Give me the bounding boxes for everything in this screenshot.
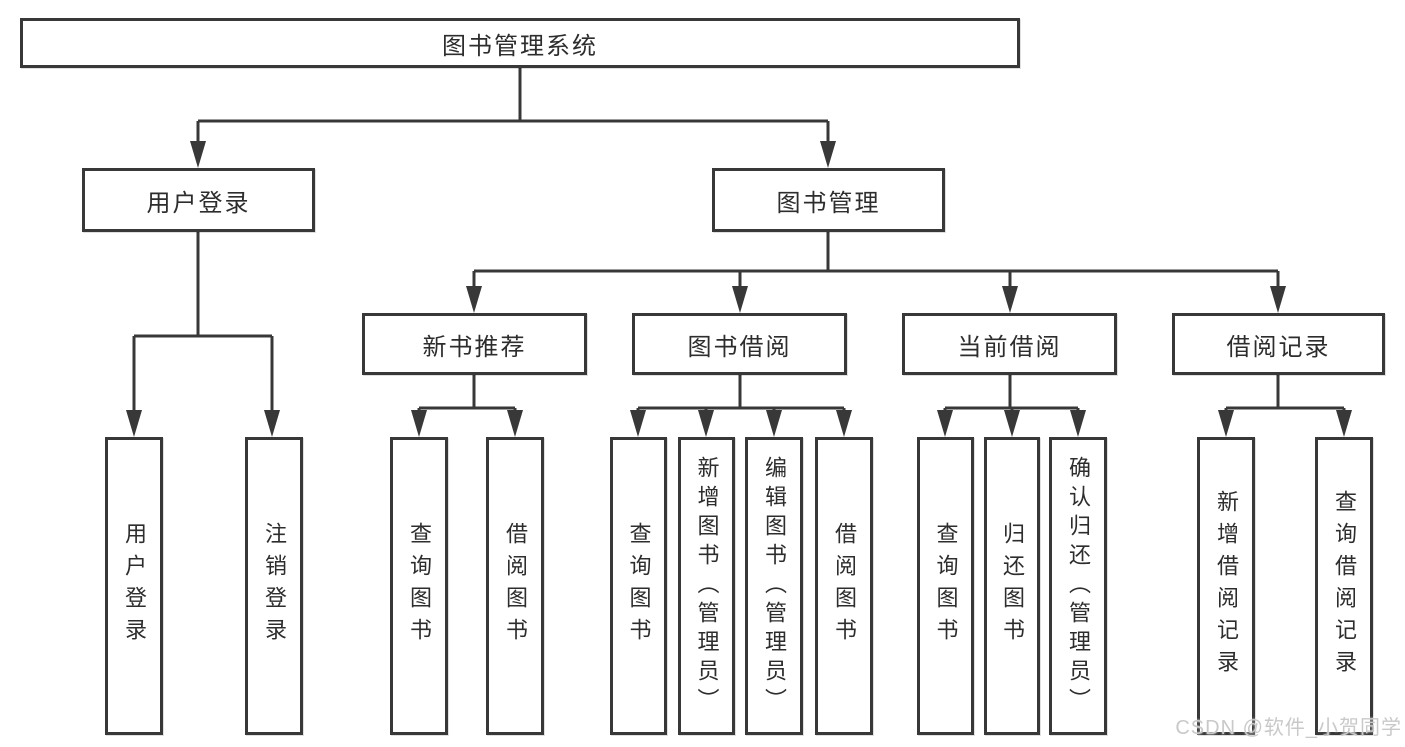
- node-borrow-records: 借阅记录: [1172, 313, 1385, 375]
- connector-user-login-children: [132, 232, 274, 414]
- arrow-icon: [820, 141, 836, 168]
- leaf-label: 借阅图书: [832, 522, 857, 650]
- leaf-search-books-recommend: 查询图书: [390, 437, 448, 735]
- arrow-icon: [630, 410, 646, 437]
- leaf-label: 新增借阅记录: [1214, 490, 1239, 682]
- leaf-label: 归还图书: [1000, 522, 1025, 650]
- arrow-icon: [836, 410, 852, 437]
- arrow-icon: [732, 286, 748, 313]
- leaf-label: 注销登录: [262, 522, 287, 650]
- leaf-confirm-return-admin: 确认归还（管理员）: [1049, 437, 1107, 735]
- arrow-icon: [1336, 410, 1352, 437]
- node-book-management: 图书管理: [712, 168, 945, 232]
- leaf-label: 编辑图书（管理员）: [762, 455, 787, 717]
- leaf-label: 用户登录: [122, 522, 147, 650]
- arrow-icon: [1004, 410, 1020, 437]
- arrow-icon: [264, 410, 280, 437]
- node-book-borrow: 图书借阅: [632, 313, 847, 375]
- arrow-icon: [1002, 286, 1018, 313]
- node-root: 图书管理系统: [20, 18, 1020, 68]
- node-current-borrow: 当前借阅: [902, 313, 1117, 375]
- leaf-label: 查询图书: [933, 522, 959, 650]
- csdn-watermark: CSDN @软件_小贺同学: [1175, 717, 1402, 739]
- connector-current-borrow-children: [943, 375, 1080, 414]
- arrow-icon: [1270, 286, 1286, 313]
- leaf-label: 查询图书: [626, 522, 652, 650]
- leaf-logout: 注销登录: [245, 437, 303, 735]
- arrow-icon: [507, 410, 523, 437]
- arrow-icon: [190, 141, 206, 168]
- arrow-icon: [1070, 410, 1086, 437]
- connector-book-borrow-children: [636, 375, 846, 414]
- arrow-icon: [466, 286, 482, 313]
- leaf-add-borrow-record: 新增借阅记录: [1197, 437, 1255, 735]
- arrowheads: [126, 141, 1352, 437]
- leaf-search-books-borrow: 查询图书: [610, 437, 667, 735]
- arrow-icon: [126, 410, 142, 437]
- leaf-search-borrow-record: 查询借阅记录: [1315, 437, 1373, 735]
- leaf-borrow-books-recommend: 借阅图书: [486, 437, 544, 735]
- connector-book-mgmt-children: [472, 232, 1280, 290]
- leaf-edit-book-admin: 编辑图书（管理员）: [745, 437, 803, 735]
- node-new-book-recommend: 新书推荐: [362, 313, 587, 375]
- connector-root-to-level1: [196, 68, 830, 145]
- node-user-login: 用户登录: [82, 168, 315, 232]
- arrow-icon: [766, 410, 782, 437]
- leaf-label: 确认归还（管理员）: [1066, 455, 1091, 717]
- leaf-label: 借阅图书: [503, 522, 528, 650]
- arrow-icon: [937, 410, 953, 437]
- arrow-icon: [698, 410, 714, 437]
- leaf-borrow-books: 借阅图书: [815, 437, 873, 735]
- arrow-icon: [411, 410, 427, 437]
- leaf-label: 查询借阅记录: [1332, 490, 1357, 682]
- connector-borrow-record-children: [1224, 375, 1346, 414]
- connector-new-book-children: [417, 375, 517, 414]
- arrow-icon: [1218, 410, 1234, 437]
- leaf-label: 查询图书: [407, 522, 432, 650]
- leaf-return-book: 归还图书: [984, 437, 1040, 735]
- leaf-user-login: 用户登录: [105, 437, 163, 735]
- leaf-add-book-admin: 新增图书（管理员）: [678, 437, 735, 735]
- leaf-label: 新增图书（管理员）: [694, 455, 720, 717]
- leaf-search-books-current: 查询图书: [917, 437, 974, 735]
